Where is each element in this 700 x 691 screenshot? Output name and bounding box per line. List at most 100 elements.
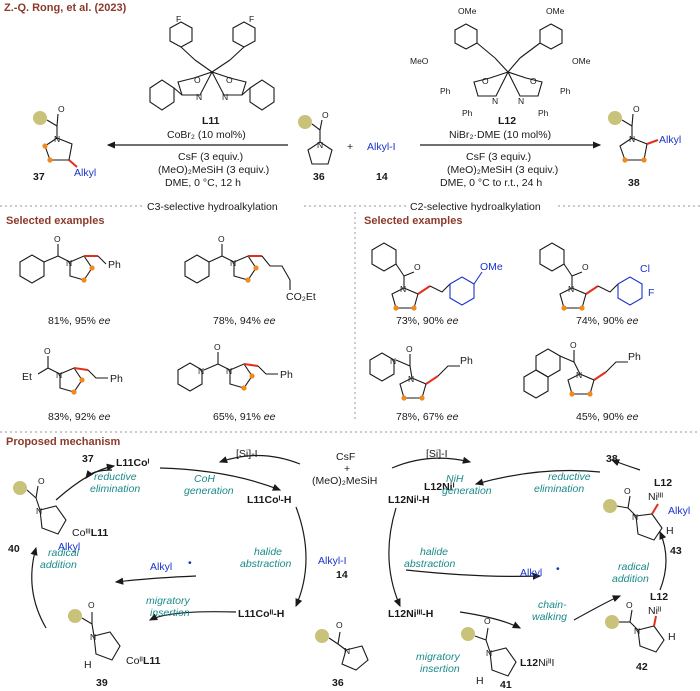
product-38-label: 38 bbox=[628, 177, 640, 189]
oxazoline-o-left: O bbox=[194, 75, 201, 85]
csf-label: CsF bbox=[336, 451, 355, 463]
l12-nii: L12Niᴵ bbox=[424, 481, 455, 493]
nih-right-2: generation bbox=[442, 485, 492, 497]
cond-left-silane: (MeO)₂MeSiH (3 equiv.) bbox=[158, 164, 269, 176]
ex-l2-o: O bbox=[218, 234, 225, 244]
ligand-l12-structure: OMe OMe MeO OMe O O N N Ph Ph Ph Ph bbox=[410, 6, 591, 118]
ex-l4-pip-n: N bbox=[198, 366, 204, 376]
example-left-2-structure: N O bbox=[184, 234, 291, 290]
s39-h: H bbox=[84, 659, 92, 671]
ex-r4-yield: 45%, 90% ee bbox=[576, 411, 639, 423]
si-i-right: [Si]-I bbox=[426, 448, 448, 460]
alkyl-rad-left: Alkyl bbox=[150, 561, 172, 573]
n36-bottom: 36 bbox=[332, 677, 344, 689]
halide-left-1: halide bbox=[254, 546, 282, 558]
ex-l2-n: N bbox=[230, 258, 236, 268]
s36b-n: N bbox=[344, 646, 350, 656]
l12-o-left: O bbox=[482, 76, 489, 86]
p38-o: O bbox=[633, 104, 640, 114]
n40: 40 bbox=[8, 543, 20, 555]
reductive-right-1: reductive bbox=[548, 471, 591, 483]
example-right-3-structure: N N O bbox=[369, 344, 460, 401]
n14-center: 14 bbox=[336, 569, 348, 581]
ex-l3-yield: 83%, 92% ee bbox=[48, 411, 111, 423]
s43-o: O bbox=[624, 486, 631, 496]
s39-o: O bbox=[88, 600, 95, 610]
chain-right-2: walking bbox=[532, 611, 567, 623]
l12-n-left: N bbox=[492, 96, 498, 106]
ex-l4-n: N bbox=[226, 366, 232, 376]
product-38-structure: O N bbox=[608, 104, 659, 163]
s41-o: O bbox=[484, 616, 491, 626]
oxazoline-n-left: N bbox=[196, 92, 202, 102]
fluoro-right: F bbox=[249, 14, 254, 24]
ex-l4-yield: 65%, 91% ee bbox=[213, 411, 276, 423]
ex-r2-f: F bbox=[648, 287, 654, 299]
ex-l3-o: O bbox=[44, 346, 51, 356]
s42-o: O bbox=[626, 600, 633, 610]
l11-coii-h: L11Coᴵᴵ-H bbox=[238, 608, 284, 620]
species-42-structure: N O bbox=[605, 600, 665, 653]
ome-1: OMe bbox=[458, 6, 477, 16]
s39-n: N bbox=[90, 632, 96, 642]
cond-left-catalyst: CoBr₂ (10 mol%) bbox=[167, 129, 246, 141]
halide-left-2: abstraction bbox=[240, 558, 292, 570]
selected-right-title: Selected examples bbox=[364, 215, 462, 227]
coh-left-2: generation bbox=[184, 485, 234, 497]
rad-dot-right: • bbox=[556, 563, 560, 575]
ex-r4-n: N bbox=[576, 370, 582, 380]
carbonyl-o: O bbox=[322, 110, 329, 120]
l12-n-right: N bbox=[518, 96, 524, 106]
reductive-left-1: reductive bbox=[94, 471, 137, 483]
s42-h: H bbox=[668, 631, 676, 643]
example-right-1-structure: N O bbox=[371, 242, 483, 311]
chain-right-1: chain- bbox=[538, 599, 567, 611]
s43-n: N bbox=[632, 512, 638, 522]
halide-right-2: abstraction bbox=[404, 558, 456, 570]
radical-left-1: radical bbox=[48, 547, 80, 559]
ex-r2-yield: 74%, 90% ee bbox=[576, 315, 639, 327]
ex-r3-n: N bbox=[408, 374, 414, 384]
s40-o: O bbox=[38, 476, 45, 486]
species-39-structure: N O bbox=[68, 600, 121, 661]
radical-left-2: addition bbox=[40, 559, 77, 571]
s41-ni: L12NiᴵᴵI bbox=[520, 657, 554, 669]
ph-1: Ph bbox=[440, 86, 451, 96]
nih-right-1: NiH bbox=[446, 473, 464, 485]
ex-l3-n: N bbox=[56, 370, 62, 380]
example-left-3-structure: N O bbox=[37, 346, 108, 395]
ex-l4-o: O bbox=[214, 342, 221, 352]
s40-alkyl: Alkyl bbox=[58, 541, 80, 553]
migratory-right-2: insertion bbox=[420, 663, 460, 675]
p38-n: N bbox=[629, 134, 635, 144]
ligand-l11-structure: F F O O N N bbox=[149, 14, 275, 111]
s42-n: N bbox=[634, 626, 640, 636]
s41-n: N bbox=[486, 648, 492, 658]
citation: Z.-Q. Rong, et al. (2023) bbox=[4, 2, 127, 14]
cond-left-base: CsF (3 equiv.) bbox=[178, 151, 243, 163]
species-40-structure: N O bbox=[13, 476, 67, 535]
substrate-36-label: 36 bbox=[313, 171, 325, 183]
ome-2: OMe bbox=[546, 6, 565, 16]
n37: 37 bbox=[82, 453, 94, 465]
cond-right-temp: DME, 0 °C to r.t., 24 h bbox=[440, 177, 542, 189]
ex-l4-tail: Ph bbox=[280, 369, 293, 381]
ex-l1-n: N bbox=[66, 258, 72, 268]
ph-2: Ph bbox=[560, 86, 571, 96]
s41-h: H bbox=[476, 675, 484, 687]
ex-r4-tail: Ph bbox=[628, 351, 641, 363]
ex-l3-tail: Ph bbox=[110, 373, 123, 385]
ex-l2-tail: CO₂Et bbox=[286, 291, 316, 303]
ph-4: Ph bbox=[538, 108, 549, 118]
halide-right-1: halide bbox=[420, 546, 448, 558]
l12-o-right: O bbox=[530, 76, 537, 86]
n39: 39 bbox=[96, 677, 108, 689]
p37-n: N bbox=[54, 134, 60, 144]
species-41-structure: N O bbox=[461, 616, 517, 677]
silane-label: (MeO)₂MeSiH bbox=[312, 475, 377, 487]
cond-right-silane: (MeO)₂MeSiH (3 equiv.) bbox=[447, 164, 558, 176]
mech-plus: + bbox=[344, 463, 350, 475]
ex-l3-acyl: Et bbox=[22, 371, 32, 383]
migratory-left-2: insertion bbox=[150, 607, 190, 619]
